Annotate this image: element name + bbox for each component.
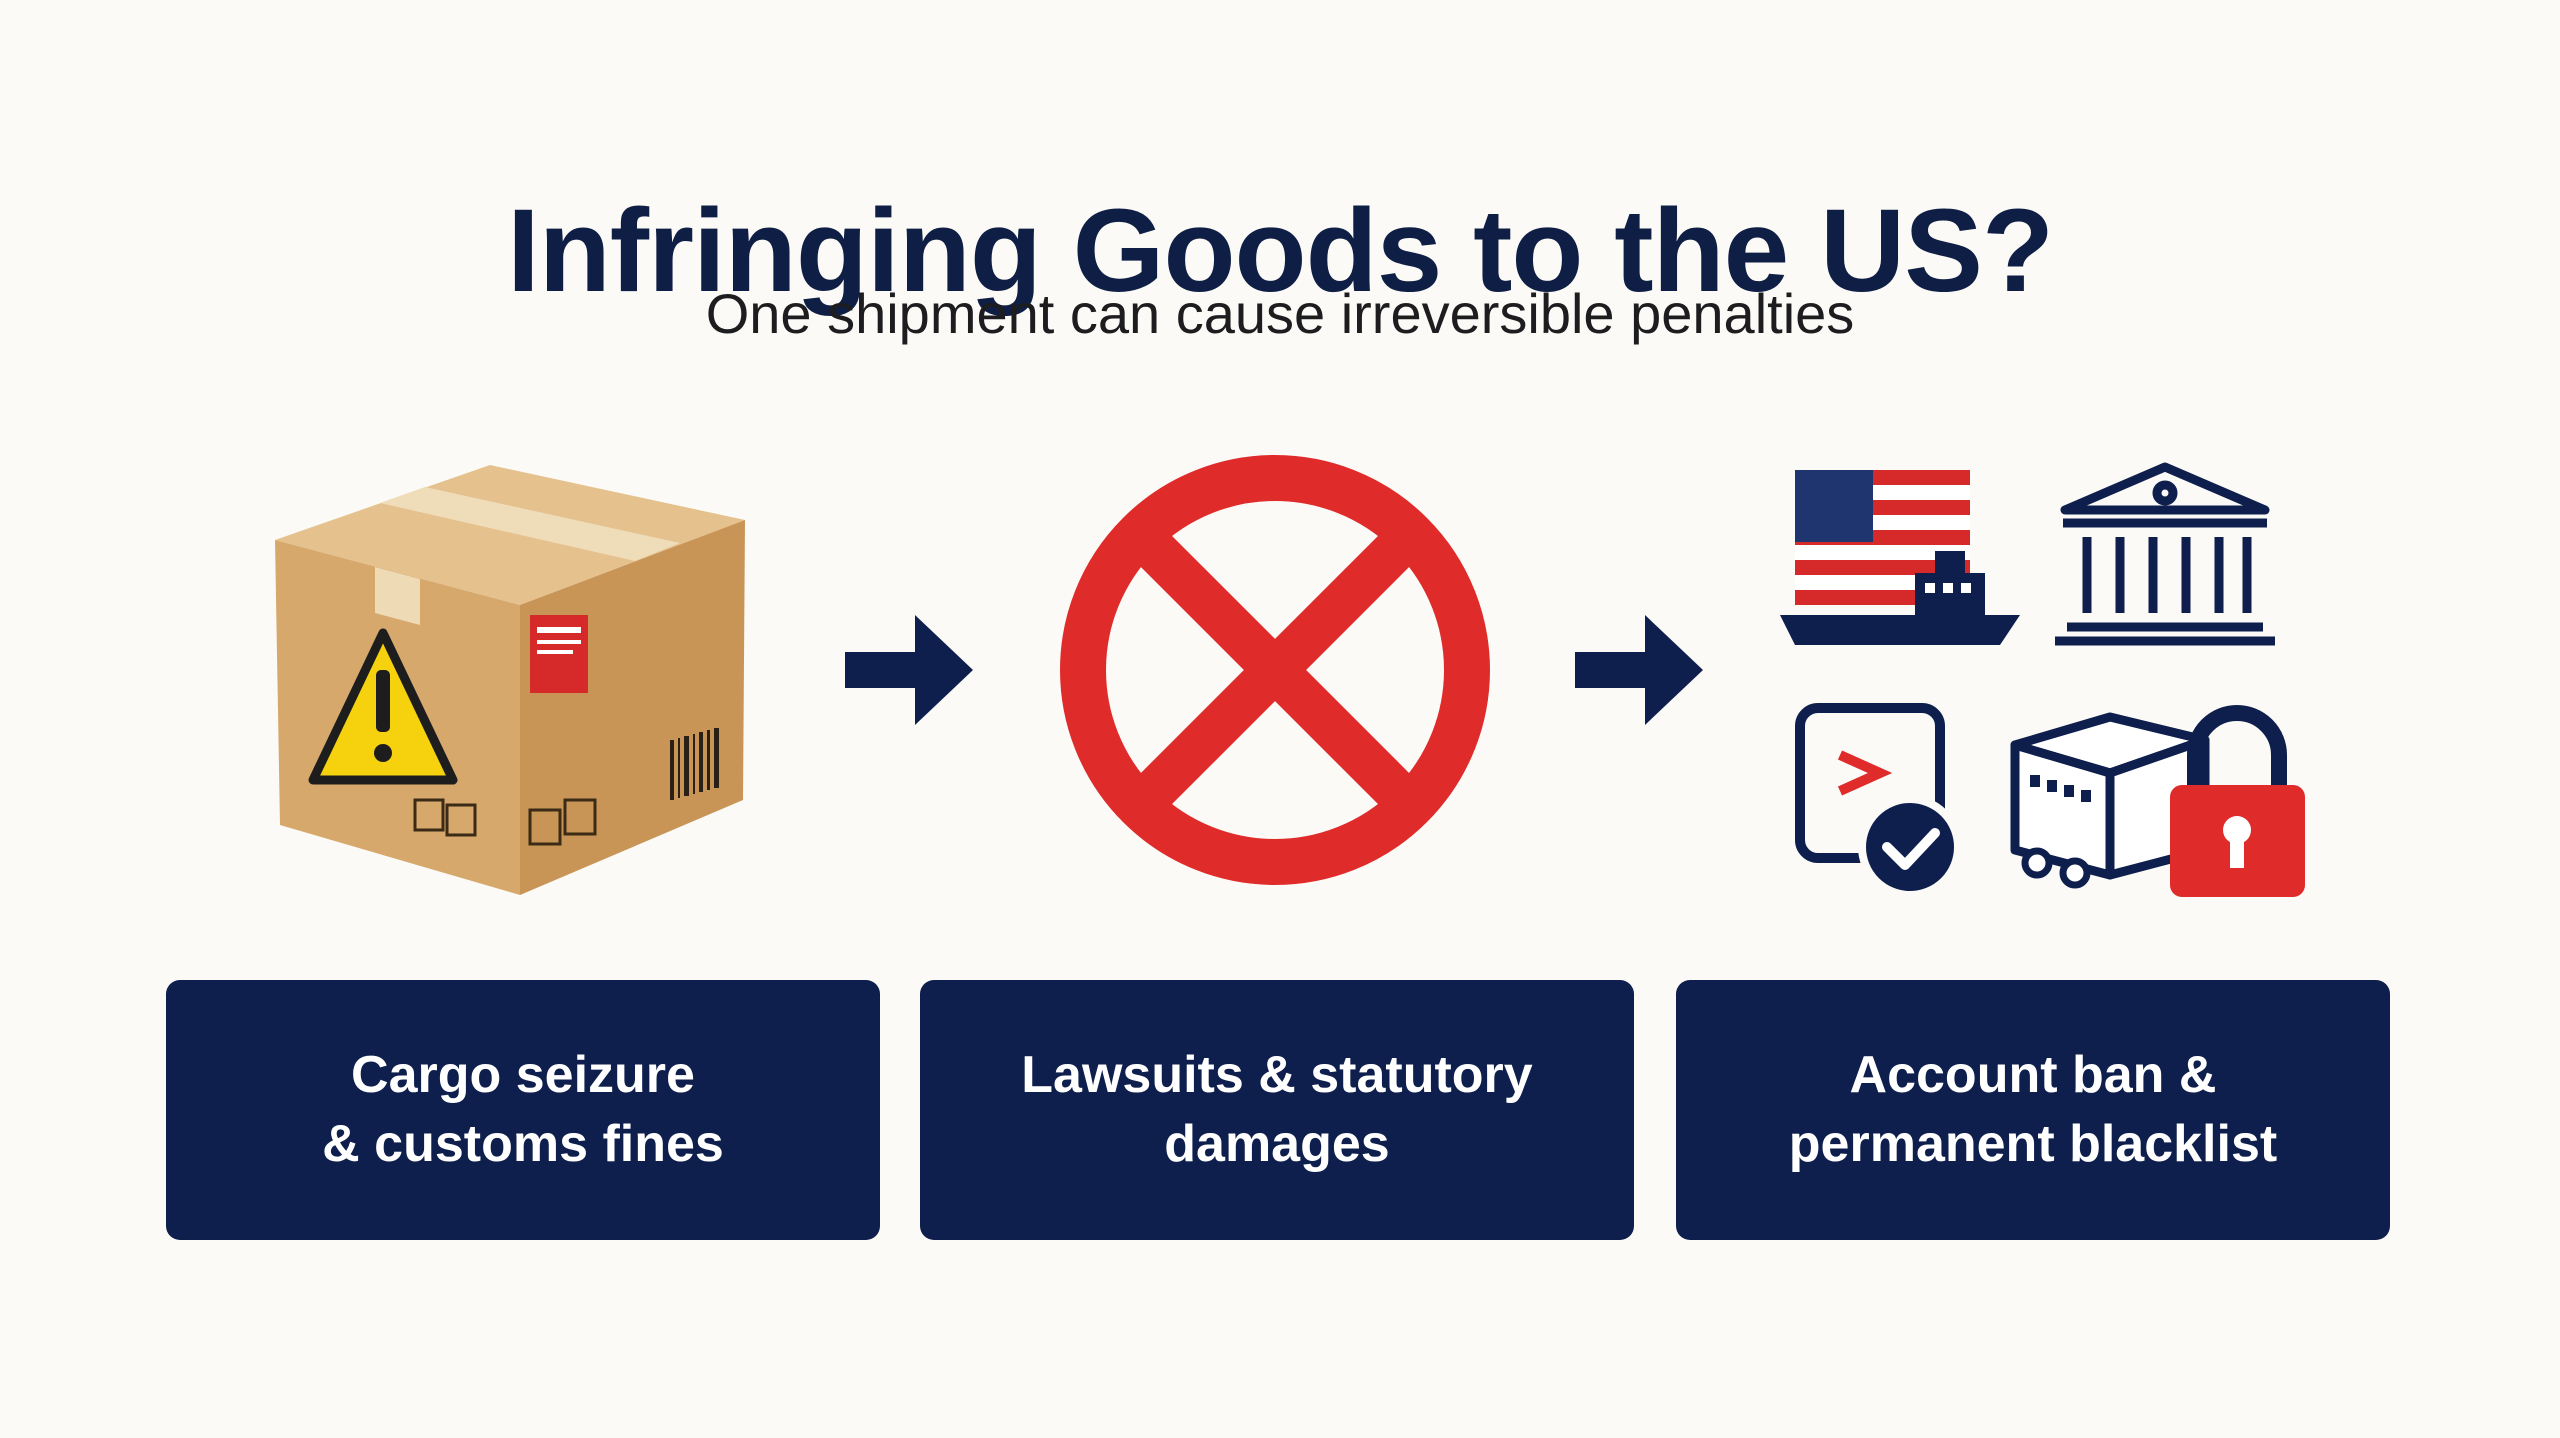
verified-terminal-icon	[1795, 703, 1962, 899]
warning-package-icon	[275, 465, 745, 895]
step-label-line: permanent blacklist	[1788, 1115, 2278, 1173]
arrow-right-icon	[845, 615, 973, 725]
us-flag-ship-icon	[1780, 470, 2020, 645]
arrow-right-icon	[1575, 615, 1703, 725]
step-label-line: damages	[1164, 1115, 1390, 1173]
step-label-line: Lawsuits & statutory	[1021, 1046, 1533, 1105]
step-label-lawsuits: Lawsuits & statutory damages	[920, 980, 1634, 1240]
step-label-account-ban: Account ban & permanent blacklist	[1676, 980, 2390, 1240]
step-label-line: Account ban &	[1849, 1046, 2217, 1105]
step-label-cargo-seizure: Cargo seizure & customs fines	[166, 980, 880, 1240]
page-title: Infringing Goods to the US?	[506, 185, 2054, 318]
page-subtitle: One shipment can cause irreversible pena…	[705, 282, 1855, 345]
prohibited-x-icon	[1060, 455, 1490, 885]
step-label-line: & customs fines	[322, 1115, 724, 1173]
penalty-icons-group	[1780, 462, 2305, 899]
locked-warehouse-icon	[2010, 705, 2305, 897]
barcode-icon	[670, 728, 719, 800]
warning-triangle-icon	[308, 628, 458, 785]
step-label-line: Cargo seizure	[351, 1046, 695, 1105]
courthouse-icon	[2055, 462, 2275, 646]
